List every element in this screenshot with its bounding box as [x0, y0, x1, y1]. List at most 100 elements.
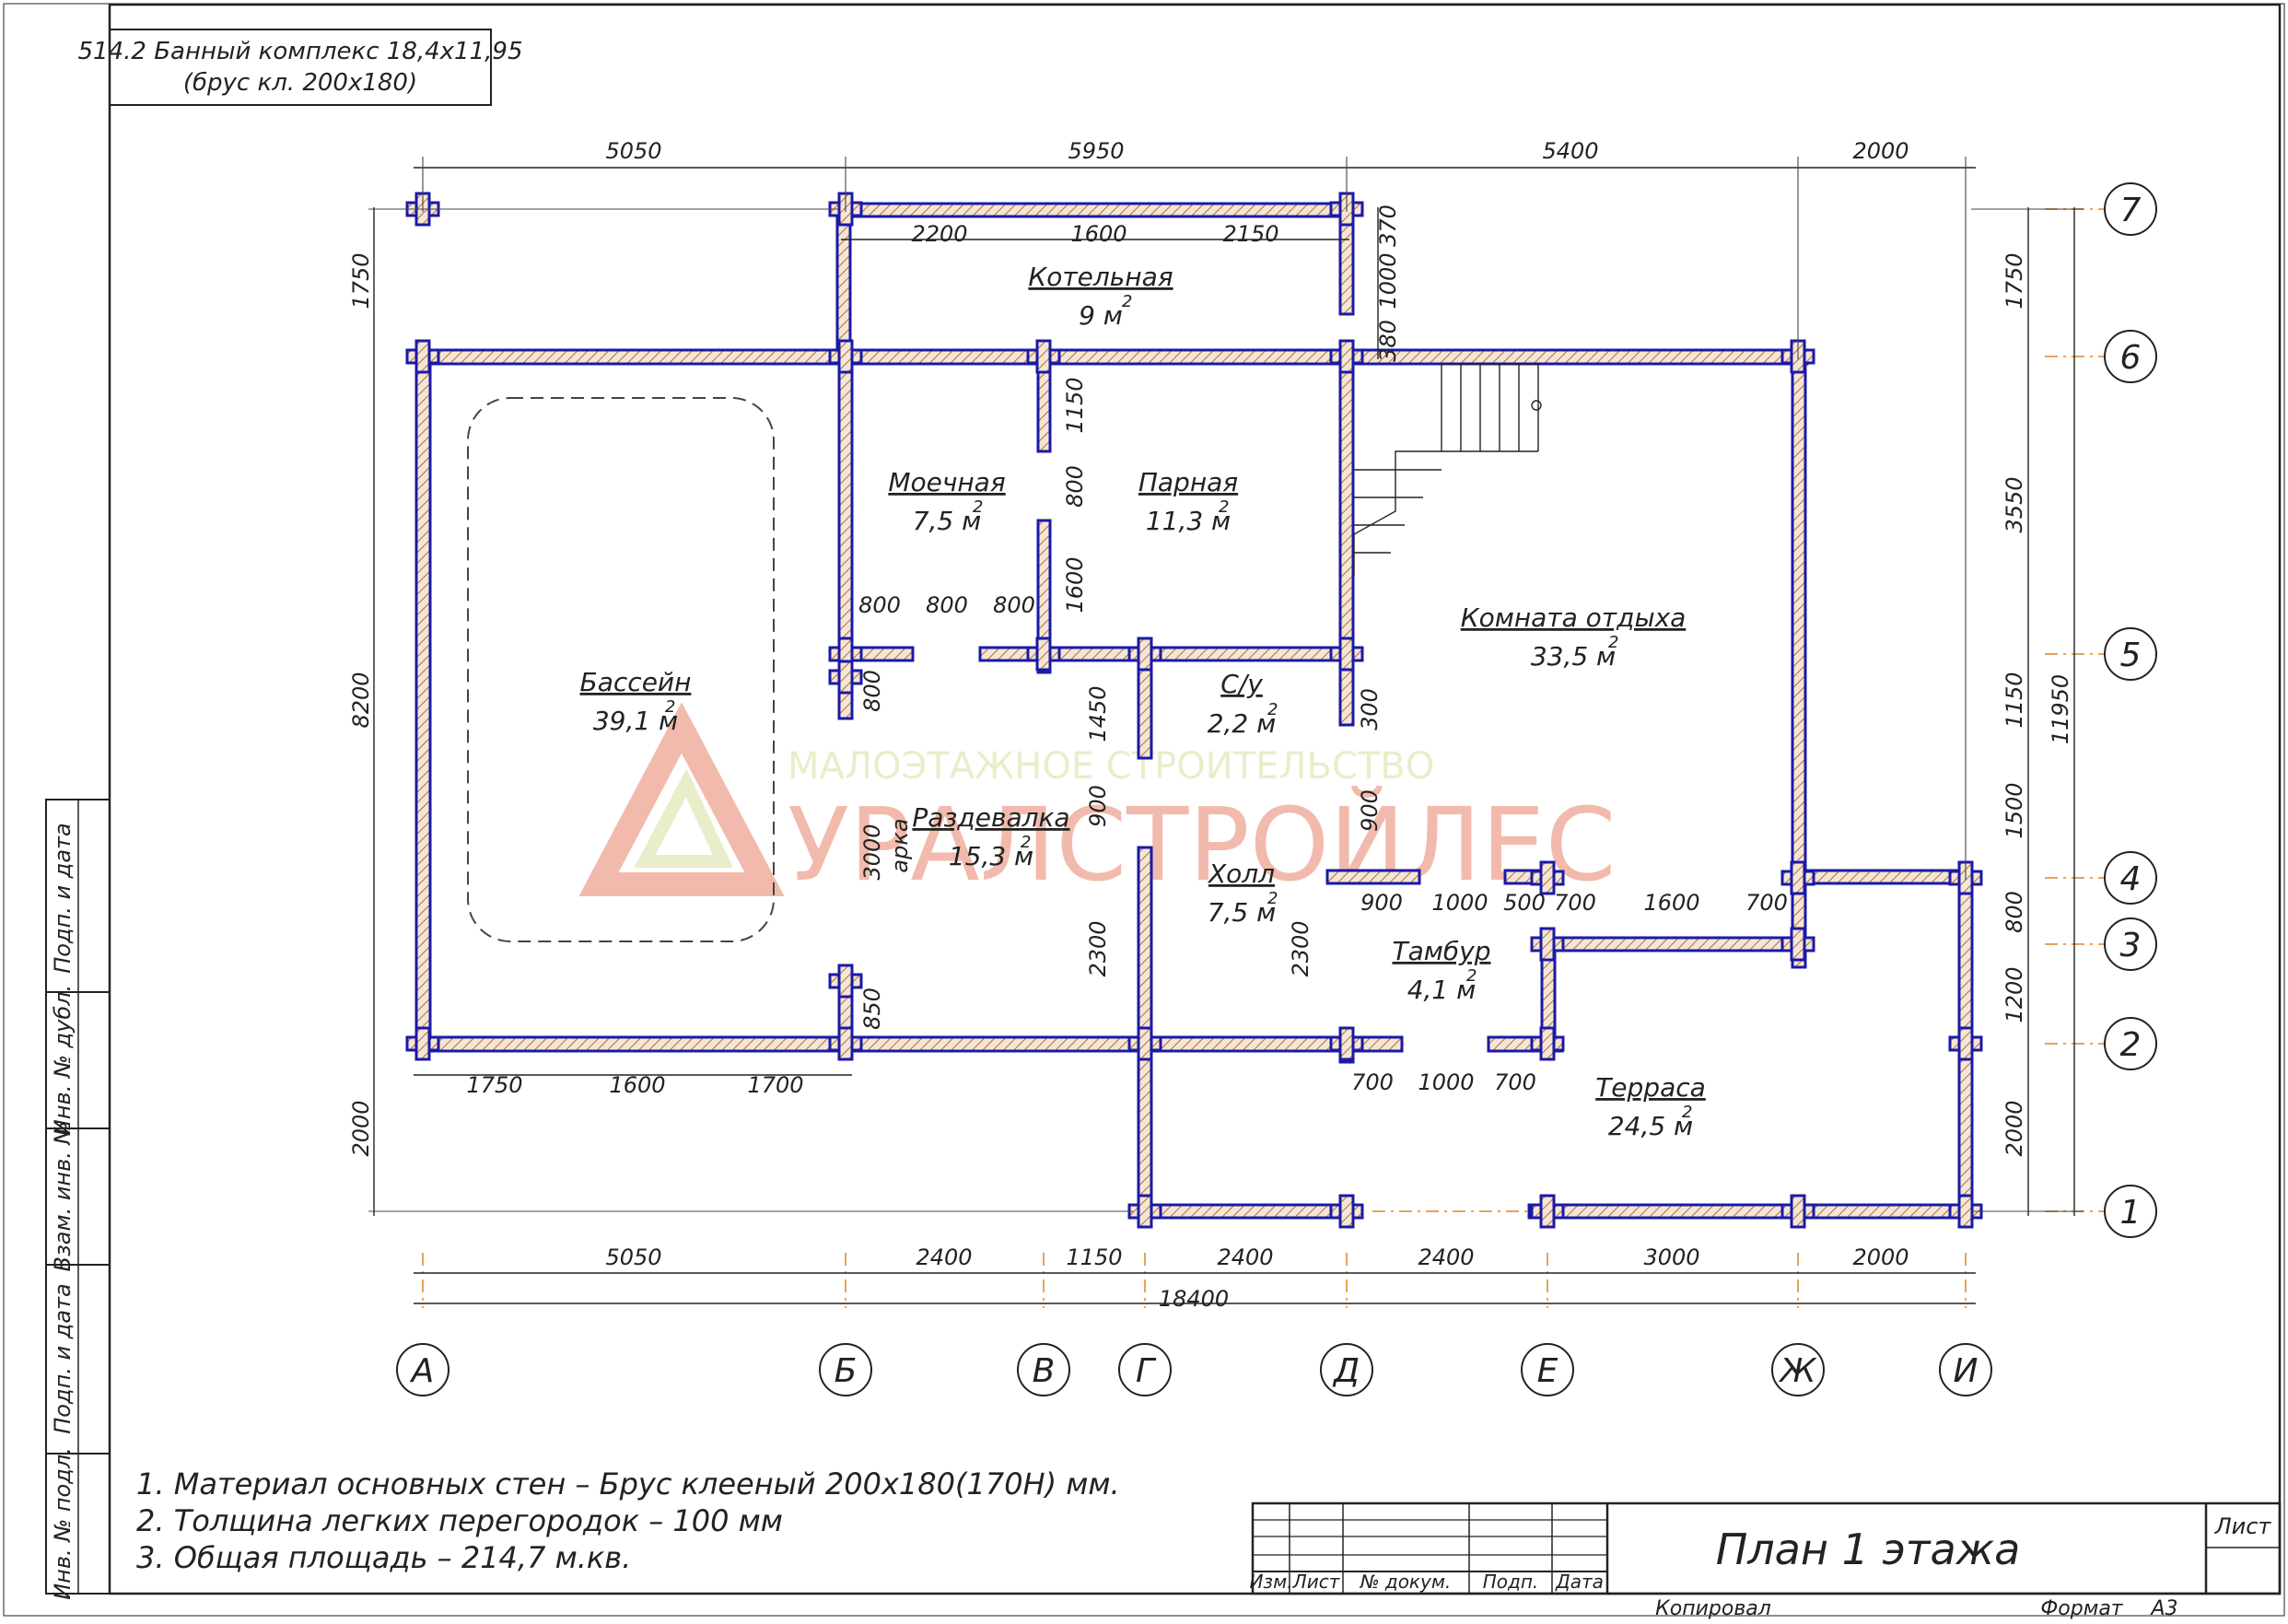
note-3: 3. Общая площадь – 214,7 м.кв.: [136, 1540, 631, 1575]
log-corner-post: [1035, 339, 1052, 374]
dim-bot-1: 5050: [605, 1244, 661, 1270]
side-stamp: Подп. и дата Инв. № дубл. Взам. инв. № П…: [45, 799, 111, 1600]
dim-ter-1: 700: [1554, 890, 1596, 916]
dim-pool-3: 1700: [747, 1072, 803, 1098]
dim-raz-v2: 3000: [859, 824, 885, 880]
axis-label: 1: [2120, 1194, 2142, 1232]
dim-kot-right-1: 370: [1375, 204, 1401, 247]
dim-top-4: 2000: [1852, 138, 1909, 164]
area-superscripts: 2 2 2 2 2 2 2 2 2 2: [665, 292, 1692, 1122]
axis-bubble-6: 6: [2104, 330, 2157, 383]
note-2: 2. Толщина легких перегородок – 100 мм: [136, 1503, 783, 1538]
dim-right-2: 3550: [2002, 476, 2027, 532]
room-area: 33,5 м: [1531, 641, 1616, 672]
dim-right-total: 11950: [2048, 674, 2073, 744]
note-1: 1. Материал основных стен – Брус клееный…: [136, 1466, 1120, 1501]
dim-tamb-3: 700: [1494, 1069, 1536, 1095]
dim-raz-v3: 850: [859, 987, 885, 1030]
room-name: Котельная: [1028, 262, 1173, 292]
tb-format-value: А3: [2149, 1597, 2177, 1619]
tb-col-date: Дата: [1555, 1571, 1604, 1593]
axis-bubbles: А Б В Г Д Е Ж И 7 6 5 4 3 2 1: [396, 182, 2157, 1396]
room-komnata-otdyha: Комната отдыха 33,5 м: [1461, 602, 1687, 672]
axis-label: Д: [1332, 1352, 1360, 1390]
room-holl: Холл 7,5 м: [1207, 859, 1276, 928]
log-corner-post: [1790, 1194, 1806, 1229]
dim-bot-total: 18400: [1159, 1286, 1229, 1312]
log-corner-post: [1790, 860, 1806, 895]
dim-kot-1: 2200: [911, 221, 967, 247]
dim-su-v2: 900: [1357, 789, 1383, 832]
dim-top-1: 5050: [605, 138, 661, 164]
dim-moe-v3: 1600: [1062, 556, 1088, 613]
dim-top-3: 5400: [1542, 138, 1598, 164]
general-notes: 1. Материал основных стен – Брус клееный…: [136, 1466, 1120, 1575]
project-title-line2: (брус кл. 200х180): [183, 69, 417, 97]
watermark-big-text: УРАЛСТРОЙЛЕС: [788, 785, 1617, 904]
room-area: 24,5 м: [1608, 1111, 1693, 1141]
log-corner-post: [1338, 1194, 1355, 1229]
project-title-box: 514.2 Банный комплекс 18,4х11,95 (брус к…: [78, 29, 522, 106]
dim-right-5: 800: [2002, 891, 2027, 933]
dim-tam-3: 500: [1503, 890, 1546, 916]
log-corner-post: [1338, 339, 1355, 374]
room-moechnaya: Моечная 7,5 м: [888, 467, 1005, 536]
dim-tamb-2: 1000: [1418, 1069, 1474, 1095]
log-corner-post: [1137, 1026, 1153, 1061]
sup: 2: [1021, 833, 1031, 852]
stamp-text-5: Инв. № подл.: [50, 1447, 76, 1600]
arch-label: арка: [887, 818, 913, 872]
room-area: 2,2 м: [1208, 708, 1277, 739]
room-name: Бассейн: [580, 667, 692, 697]
stamp-text-4: Подп. и дата: [50, 1283, 76, 1434]
tb-copied: Копировал: [1655, 1597, 1771, 1619]
log-corner-post: [1539, 860, 1556, 895]
sup: 2: [1267, 700, 1278, 719]
axis-label: Е: [1537, 1352, 1558, 1390]
tb-sheet-label: Лист: [2214, 1513, 2272, 1539]
log-corner-post: [1957, 1026, 1974, 1061]
dim-pool-1: 1750: [466, 1072, 522, 1098]
dim-bot-3: 1150: [1066, 1244, 1122, 1270]
inner-dimensions: 800 800 800 1150 800 1600 800 3000 850 а…: [858, 377, 1788, 1095]
dim-kot-2: 1600: [1070, 221, 1126, 247]
dim-kot-3: 2150: [1222, 221, 1278, 247]
dim-top-2: 5950: [1068, 138, 1124, 164]
title-block: Изм. Лист № докум. Подп. Дата План 1 эта…: [1249, 1501, 2282, 1620]
dim-holl-v3: 2300: [1085, 920, 1111, 976]
dim-ter-2: 1600: [1643, 890, 1699, 916]
axis-bubble-v: В: [1017, 1343, 1070, 1396]
tb-col-list: Лист: [1292, 1571, 1341, 1593]
top-dimensions: 5050 5950 5400 2000 2200 1600 2150 370 1…: [605, 138, 1909, 362]
dim-left-1: 1750: [348, 252, 374, 309]
tb-format-label: Формат: [2040, 1597, 2123, 1619]
room-area: 7,5 м: [1208, 897, 1277, 928]
watermark-logo-icon: [578, 702, 785, 896]
tb-col-izm: Изм.: [1249, 1571, 1292, 1593]
dim-holl2-v: 2300: [1288, 920, 1313, 976]
room-parnaya: Парная 11,3 м: [1138, 467, 1238, 536]
sup: 2: [973, 497, 983, 517]
log-corner-post: [837, 660, 854, 695]
tb-col-doc: № докум.: [1360, 1571, 1452, 1593]
left-dimensions: 1750 8200 2000: [348, 252, 374, 1156]
room-name: Раздевалка: [912, 802, 1069, 833]
room-name: Терраса: [1595, 1072, 1706, 1103]
staircase: [1353, 363, 1542, 576]
room-name: Парная: [1138, 467, 1238, 497]
axis-label: Ж: [1779, 1352, 1818, 1390]
dim-moe-1: 800: [858, 592, 901, 618]
room-name: Моечная: [888, 467, 1005, 497]
axis-label: 6: [2120, 339, 2142, 377]
dim-moe-v2: 800: [1062, 465, 1088, 508]
room-name: С/у: [1220, 669, 1263, 699]
dim-holl-v1: 1450: [1085, 685, 1111, 742]
room-terrasa: Терраса 24,5 м: [1595, 1072, 1706, 1141]
axis-label: Б: [835, 1352, 858, 1390]
room-razdevalka: Раздевалка 15,3 м: [912, 802, 1069, 871]
axis-bubble-b: Б: [819, 1343, 872, 1396]
stamp-text-3: Взам. инв. №: [50, 1122, 76, 1272]
watermark: МАЛОЭТАЖНОЕ СТРОИТЕЛЬСТВО УРАЛСТРОЙЛЕС: [578, 702, 1617, 904]
sup: 2: [1219, 497, 1229, 517]
